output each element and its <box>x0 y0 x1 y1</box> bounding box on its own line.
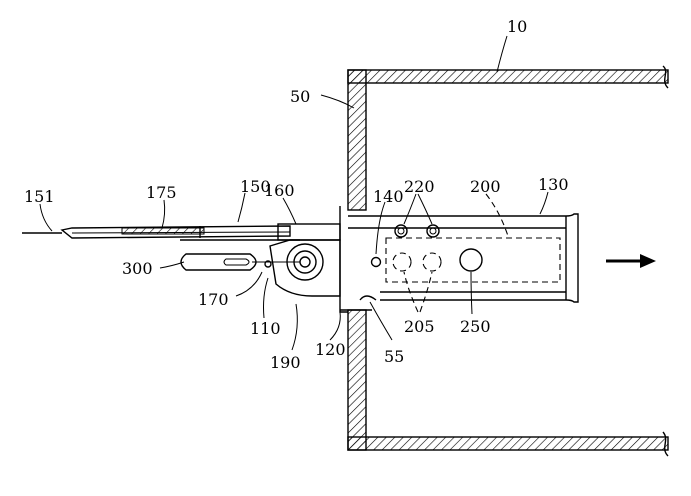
module-200 <box>385 237 561 283</box>
pin-170 <box>264 260 272 268</box>
hinge-pivot <box>299 256 311 268</box>
slider-outline <box>348 213 579 303</box>
leader-10 <box>496 35 508 73</box>
leader-140 <box>375 201 386 255</box>
leader-151 <box>39 203 53 232</box>
leader-220b <box>417 193 433 225</box>
reference-numerals: 10 50 151 175 150 160 140 220 200 130 30… <box>24 17 569 372</box>
housing-top-wall <box>347 69 669 84</box>
housing-bottom-wall <box>347 436 669 451</box>
pin-220-b <box>426 224 440 238</box>
element-250 <box>459 248 483 272</box>
leader-190 <box>291 303 298 351</box>
leader-200 <box>485 193 509 237</box>
label-190: 190 <box>270 353 301 372</box>
label-50: 50 <box>290 87 310 106</box>
pin-220-a <box>394 224 408 238</box>
hole-140 <box>370 256 382 268</box>
pin-220-b-inner <box>429 227 437 235</box>
leader-50 <box>320 94 355 109</box>
label-55: 55 <box>384 347 404 366</box>
vial-insert <box>223 258 250 266</box>
leader-130 <box>539 191 549 215</box>
label-10: 10 <box>507 17 527 36</box>
wall-50 <box>340 69 372 451</box>
leader-120 <box>329 311 341 341</box>
label-200: 200 <box>470 177 501 196</box>
flange-120 <box>339 206 348 313</box>
leader-205a <box>403 271 419 313</box>
label-130: 130 <box>538 175 569 194</box>
leader-175 <box>161 199 166 229</box>
label-160: 160 <box>264 181 295 200</box>
wall-lower-section <box>347 309 367 451</box>
label-110: 110 <box>250 319 281 338</box>
hinge-body-110 <box>269 239 341 297</box>
wall-upper-section <box>347 69 367 211</box>
arm-body <box>60 225 291 239</box>
direction-arrow <box>606 254 656 268</box>
leader-205b <box>419 271 433 313</box>
slider-130 <box>339 206 579 313</box>
housing-10 <box>347 65 669 457</box>
label-170: 170 <box>198 290 229 309</box>
hinge-assembly <box>269 239 341 297</box>
leader-lines <box>39 35 549 351</box>
leader-300 <box>159 261 185 269</box>
label-175: 175 <box>146 183 177 202</box>
arm-150 <box>22 223 341 241</box>
element-205-b <box>422 252 442 272</box>
pin-220-a-inner <box>397 227 405 235</box>
label-220: 220 <box>404 177 435 196</box>
slider-notch <box>359 295 377 301</box>
leader-110 <box>263 277 269 319</box>
leader-250 <box>470 271 473 315</box>
label-140: 140 <box>373 187 404 206</box>
element-205-a <box>392 252 412 272</box>
label-150: 150 <box>240 177 271 196</box>
leader-220a <box>403 193 417 225</box>
vial-body <box>180 253 257 271</box>
bottom-break-line <box>662 431 669 457</box>
coating-175 <box>121 227 205 235</box>
label-250: 250 <box>460 317 491 336</box>
leader-55 <box>369 301 393 341</box>
leader-160 <box>282 197 297 225</box>
vial-300 <box>180 253 300 271</box>
label-151: 151 <box>24 187 55 206</box>
label-205: 205 <box>404 317 435 336</box>
label-300: 300 <box>122 259 153 278</box>
leader-170 <box>235 271 263 297</box>
leader-150 <box>237 192 246 223</box>
label-120: 120 <box>315 340 346 359</box>
top-break-line <box>662 65 669 89</box>
